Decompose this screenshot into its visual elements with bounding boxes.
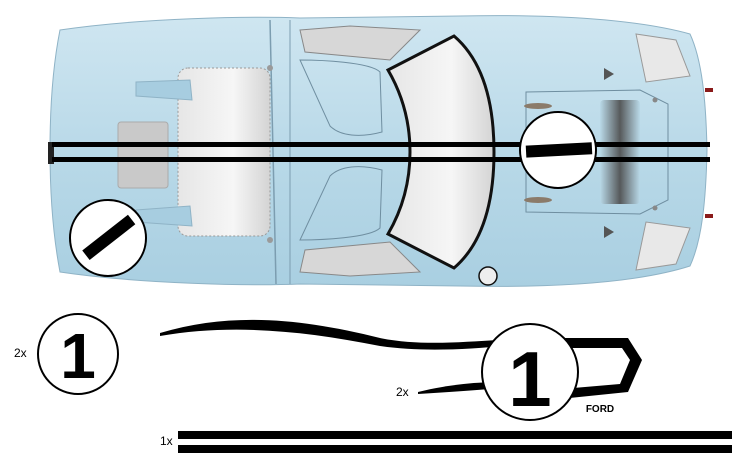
- car-rear-roundel: [69, 199, 147, 277]
- decal-stripes: [178, 431, 732, 453]
- car-top-view: 1: [48, 15, 713, 287]
- hood-vent: [600, 100, 640, 204]
- door-window-bottom: [299, 241, 422, 277]
- mirror: [524, 197, 552, 203]
- racing-stripe: [52, 157, 710, 162]
- fuel-cap: [267, 237, 273, 243]
- mirror: [524, 103, 552, 109]
- door-seam: [269, 19, 277, 285]
- fuel-filler: [478, 266, 498, 286]
- swoosh-lower: [418, 382, 500, 394]
- swoosh-upper: [160, 319, 520, 350]
- quantity-label-stripes: 1x: [160, 434, 173, 448]
- hood-panel: [525, 89, 669, 215]
- rear-scoop: [135, 205, 193, 227]
- headlight-top: [635, 33, 691, 83]
- side-graphic-number: 1: [508, 335, 551, 423]
- rear-tab: [48, 142, 54, 164]
- front-tab: [705, 88, 713, 92]
- hood-pin: [652, 97, 658, 103]
- engine-cover-panel: [177, 67, 271, 237]
- headlight-bottom: [635, 221, 691, 271]
- racing-stripe: [52, 142, 710, 147]
- quantity-label-roundel: 2x: [14, 346, 27, 360]
- decal-roundel-number: 1: [60, 320, 96, 392]
- marker: [604, 226, 614, 238]
- door-window-top: [299, 25, 422, 61]
- brand-text: FORD: [586, 404, 614, 415]
- stripe-decal: [178, 445, 732, 453]
- rear-scoop: [135, 79, 193, 101]
- decal-roundel: 1: [37, 313, 119, 395]
- car-hood-roundel: 1: [519, 111, 597, 189]
- stripe-decal: [178, 431, 732, 439]
- rear-window: [117, 121, 169, 189]
- door-outline: [299, 59, 383, 136]
- door-outline: [299, 166, 383, 241]
- front-tab: [705, 214, 713, 218]
- quantity-label-side-graphic: 2x: [396, 385, 409, 399]
- hood-pin: [652, 205, 658, 211]
- windshield: [385, 34, 496, 270]
- marker: [604, 68, 614, 80]
- decal-side-graphic: 1 FORD: [160, 319, 642, 423]
- fuel-cap: [267, 65, 273, 71]
